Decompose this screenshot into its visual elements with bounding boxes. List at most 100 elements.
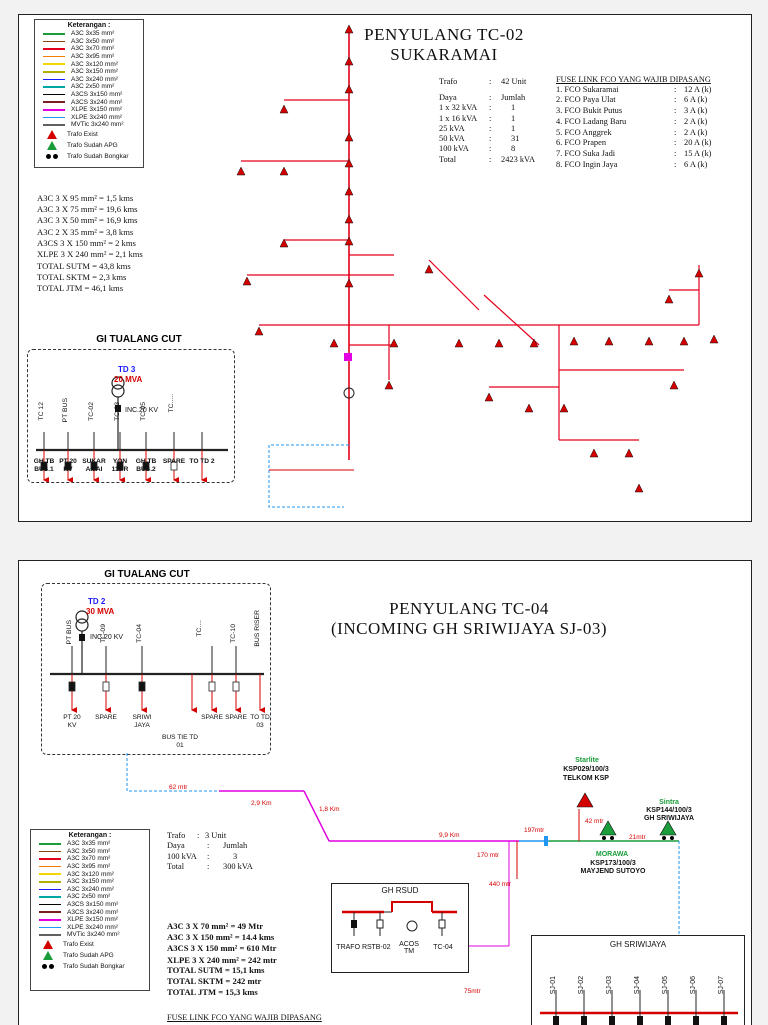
legend-line-swatch bbox=[43, 116, 65, 119]
bay-bottom-label: GH TB BUS.1 bbox=[33, 458, 55, 473]
trafo-value-2: 3 Unit bbox=[205, 831, 227, 840]
legend-label: A3C 3x240 mm² bbox=[71, 75, 118, 83]
trafo-exist-icon bbox=[709, 334, 719, 344]
trafo-sintra-icon bbox=[659, 820, 677, 836]
red-triangle-icon bbox=[41, 129, 63, 139]
fuse-name: 6. FCO Prapen bbox=[556, 138, 607, 148]
stat-line: A3C 3 X 75 mm² = 19,6 kms bbox=[37, 204, 138, 215]
sj-bay-label: SJ-03 bbox=[606, 976, 613, 995]
green-triangle-icon bbox=[41, 140, 63, 150]
legend-symbol-row: Trafo Exist bbox=[31, 939, 149, 950]
trafo-exist-icon bbox=[242, 276, 252, 286]
legend-line-swatch bbox=[43, 93, 65, 96]
legend-symbol-row: Trafo Sudah APG bbox=[35, 140, 143, 151]
fuse-sep: : bbox=[674, 160, 677, 170]
fuse-sep: : bbox=[674, 149, 677, 159]
legend-symbol-label: Trafo Sudah APG bbox=[63, 951, 114, 959]
gi-incoming-label: INC.20 KV bbox=[125, 407, 159, 414]
distance-label: 75mtr bbox=[464, 988, 481, 995]
distance-label: 21mtr bbox=[629, 834, 646, 841]
fuse-name: 8. FCO Ingin Jaya bbox=[556, 160, 618, 170]
bay-bottom-label: SPARE bbox=[162, 458, 186, 465]
legend-symbol-row: Trafo Exist bbox=[35, 129, 143, 140]
fuse-value: 15 A (k) bbox=[684, 149, 712, 159]
bay-bottom-label: BUS TIE TD 01 bbox=[161, 734, 199, 749]
bay-bottom-label: SUKAR AMAI bbox=[82, 458, 106, 473]
fuse-name: 2. FCO Paya Ulat bbox=[556, 95, 616, 105]
legend-row: A3C 3x70 mm² bbox=[35, 45, 143, 53]
fuse-name: 1. FCO Sukaramai bbox=[556, 84, 619, 94]
sj-bay-label: SJ-07 bbox=[718, 976, 725, 995]
stat-line: TOTAL SUTM = 43,8 kms bbox=[37, 261, 131, 271]
stat-line: A3C 3 X 95 mm² = 1,5 kms bbox=[37, 193, 134, 203]
red-triangle-icon bbox=[37, 939, 59, 949]
fuse-rows: 1. FCO Sukaramai:12 A (k)2. FCO Paya Ula… bbox=[556, 85, 746, 171]
legend-label: MVTic 3x240 mm² bbox=[71, 121, 124, 129]
legend-line-swatch bbox=[39, 880, 61, 883]
trafo-exist-icon bbox=[679, 336, 689, 346]
legend-row: XLPE 3x240 mm² bbox=[35, 114, 143, 122]
trafo-exist-icon bbox=[279, 166, 289, 176]
daya-row: 50 kVA:31 bbox=[439, 134, 559, 144]
trafo-exist-icon bbox=[344, 278, 354, 288]
gi-td-label: TD 3 bbox=[118, 365, 136, 374]
station-starlite-name: Starlite bbox=[575, 757, 599, 764]
daya-row-value: 3 bbox=[233, 851, 238, 861]
legend-row: A3CS 3x150 mm² bbox=[35, 91, 143, 99]
legend-symbol-row: Trafo Sudah APG bbox=[31, 950, 149, 961]
fuse-sep: : bbox=[674, 95, 677, 105]
legend-line-swatch bbox=[39, 888, 61, 891]
daya-sep-2: : bbox=[207, 841, 210, 851]
stat-line: TOTAL SUTM = 15,1 kms bbox=[167, 965, 265, 975]
daya-row-label: 1 x 32 kVA bbox=[439, 103, 478, 113]
trafo-label-2: Trafo bbox=[167, 831, 186, 840]
trafo-exist-icon bbox=[524, 403, 534, 413]
legend-symbol-label: Trafo Sudah Bongkar bbox=[63, 962, 125, 970]
gi-title: GI TUALANG CUT bbox=[96, 334, 182, 345]
legend-line-swatch bbox=[39, 873, 61, 875]
green-triangle-shape bbox=[47, 140, 57, 150]
legend-label: A3C 3x70 mm² bbox=[71, 45, 115, 53]
legend-line-swatch bbox=[39, 903, 61, 906]
trafo-exist-icon bbox=[484, 392, 494, 402]
daya-row-label: 100 kVA bbox=[439, 144, 469, 154]
sj-bay-label: SJ-06 bbox=[690, 976, 697, 995]
lbs-switch bbox=[343, 387, 355, 399]
daya-row-sep: : bbox=[489, 154, 492, 164]
daya-row-label: 100 kVA bbox=[167, 851, 197, 861]
legend-line-swatch bbox=[43, 33, 65, 35]
gh-rsud-title: GH RSUD bbox=[381, 886, 419, 895]
legend-line-swatch bbox=[39, 896, 61, 898]
gh-rsud-label-1: TRAFO RS bbox=[336, 944, 372, 951]
daya-row: 100 kVA:8 bbox=[439, 144, 559, 154]
legend-line-swatch bbox=[39, 926, 61, 929]
legend-row: MVTic 3x240 mm² bbox=[35, 121, 143, 129]
fuse-row: 1. FCO Sukaramai:12 A (k) bbox=[556, 85, 746, 95]
distance-label: 9,9 Km bbox=[439, 832, 460, 839]
legend-label: MVTic 3x240 mm² bbox=[67, 931, 120, 939]
fuse-name: 3. FCO Bukit Putus bbox=[556, 106, 623, 116]
legend-line-swatch bbox=[43, 124, 65, 126]
legend-line-swatch bbox=[39, 934, 61, 936]
daya-label-2: Daya bbox=[167, 841, 185, 851]
stat-line: TOTAL JTM = 15,3 kms bbox=[167, 987, 258, 998]
daya-row-sep: : bbox=[489, 123, 492, 133]
bay-bottom-label: SPARE bbox=[95, 714, 117, 721]
gi-single-line bbox=[36, 376, 228, 482]
daya-row-sep: : bbox=[207, 861, 210, 871]
fuse-value: 12 A (k) bbox=[684, 84, 712, 94]
daya-row: 1 x 16 kVA:1 bbox=[439, 114, 559, 124]
fuse-sep: : bbox=[674, 138, 677, 148]
legend-symbol-row: Trafo Sudah Bongkar bbox=[31, 961, 149, 972]
trafo-exist-icon bbox=[344, 214, 354, 224]
distance-label: 1,8 Km bbox=[319, 806, 340, 813]
legend-label: A3CS 3x240 mm² bbox=[71, 98, 123, 106]
stat-line: A3CS 3 X 150 mm² = 2 kms bbox=[37, 237, 136, 248]
legend-row: A3C 3x120 mm² bbox=[35, 60, 143, 68]
trafo-label: Trafo bbox=[439, 77, 458, 86]
fuse-row: 3. FCO Bukit Putus:3 A (k) bbox=[556, 106, 746, 116]
